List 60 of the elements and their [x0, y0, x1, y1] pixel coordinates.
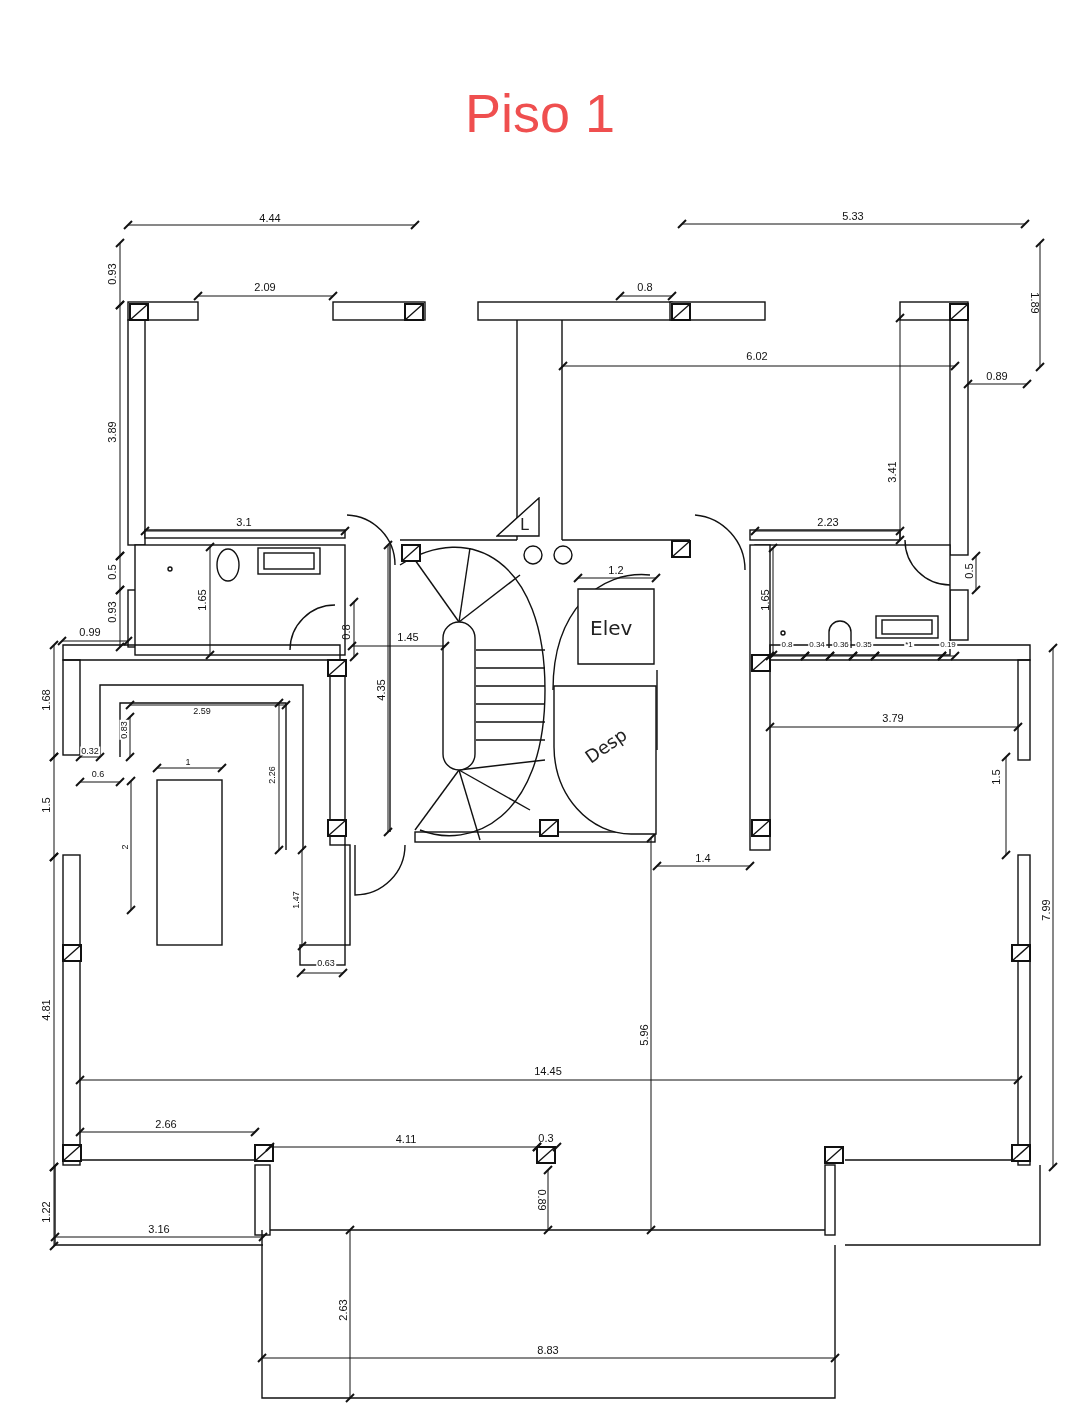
dimension-label: 0.35	[855, 641, 873, 649]
dimension-label: 1.4	[695, 852, 711, 864]
dimension-label: 0.63	[316, 958, 336, 968]
dimension-label: 1.5	[40, 797, 52, 813]
dimension-label: 0.83	[119, 720, 129, 740]
dimension-label: 0.89	[535, 1189, 547, 1211]
dimension-label: 0.19	[939, 641, 957, 649]
dimension-label: 0.8	[780, 641, 794, 649]
dimension-label: 7.99	[1040, 899, 1052, 921]
closet-triangle	[496, 497, 540, 537]
dimension-label: 2.09	[254, 281, 276, 293]
dimension-label: 1.2	[608, 564, 624, 576]
dimension-label: 0.8	[637, 281, 653, 293]
room-label: L	[520, 515, 529, 534]
dimension-label: 5.33	[842, 210, 864, 222]
dimension-label: 2.66	[155, 1118, 177, 1130]
dimension-label: 1	[184, 757, 192, 767]
dimension-label: 3.79	[882, 712, 904, 724]
dimension-label: 1.5	[990, 769, 1002, 785]
plan-title: Piso 1	[464, 82, 616, 144]
dimension-label: 2.59	[192, 706, 212, 716]
dimension-label: 1.65	[759, 589, 771, 611]
dimension-label: 1.89	[1028, 292, 1040, 314]
dimension-label: 0.89	[986, 370, 1008, 382]
dimension-label: 1.22	[40, 1201, 52, 1223]
dimension-label: 0.34	[808, 641, 826, 649]
dimension-label: 14.45	[534, 1065, 562, 1077]
dimension-label: 2.63	[337, 1299, 349, 1321]
dimension-label: 0.5	[963, 563, 975, 579]
dimension-label: 1.68	[40, 689, 52, 711]
elevator-box	[577, 588, 655, 665]
dimension-label: 0.93	[106, 601, 118, 623]
dimension-label: 0.6	[90, 769, 106, 779]
dimension-label: 2	[120, 843, 130, 851]
dimension-label: 0.8	[340, 624, 352, 640]
dimension-label: 2.23	[817, 516, 839, 528]
dimension-label: 3.16	[148, 1223, 170, 1235]
dimension-label: 0.36	[832, 641, 850, 649]
dimension-label: 5.96	[638, 1024, 650, 1046]
dimension-label: 4.11	[395, 1133, 417, 1145]
dimension-label: 0.5	[106, 564, 118, 580]
dimension-label: 3.1	[236, 516, 252, 528]
dimension-label: 3.41	[886, 461, 898, 483]
dimension-label: 1.47	[291, 890, 301, 910]
dimension-label: 3.89	[106, 421, 118, 443]
dimension-label: 1.65	[196, 589, 208, 611]
room-label: Elev	[590, 616, 633, 640]
dimension-label: 8.83	[537, 1344, 559, 1356]
storage-room	[553, 685, 657, 835]
dimension-label: 0.3	[538, 1132, 554, 1144]
dimension-label: *1	[904, 641, 914, 649]
dimension-label: 4.81	[40, 999, 52, 1021]
dimension-label: 0.99	[79, 626, 101, 638]
dimension-label: 4.35	[375, 679, 387, 701]
dimension-label: 6.02	[746, 350, 768, 362]
dimension-label: 0.93	[106, 263, 118, 285]
dimension-label: 0.32	[80, 746, 100, 756]
dimension-label: 4.44	[259, 212, 281, 224]
dimension-label: 1.45	[397, 631, 419, 643]
dimension-label: 2.26	[267, 765, 277, 785]
